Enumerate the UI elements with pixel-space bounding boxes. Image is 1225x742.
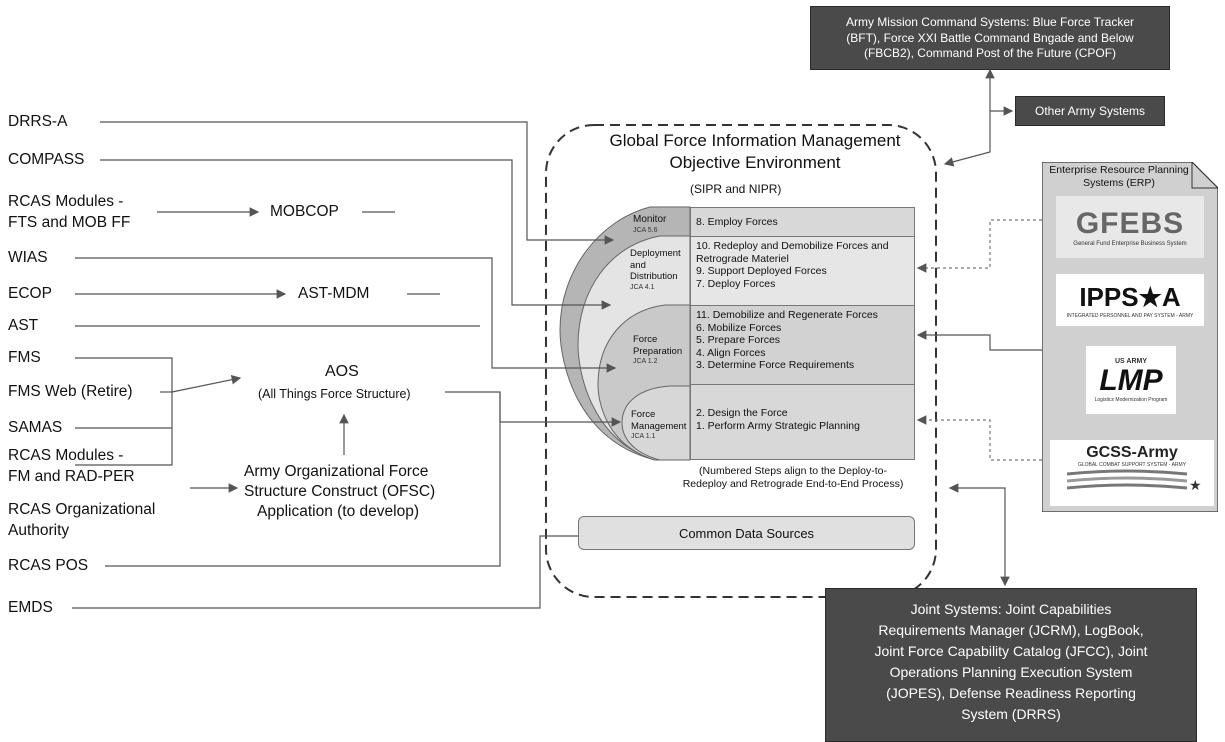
- environment-title: Global Force Information Management Obje…: [590, 130, 920, 174]
- svg-text:★: ★: [1189, 477, 1202, 493]
- source-drrs-a: DRRS-A: [8, 113, 68, 130]
- steps-preparation: 11. Demobilize and Regenerate Forces 6. …: [690, 305, 915, 385]
- step-2: 2. Design the Force: [696, 407, 788, 419]
- environment-title-line1: Global Force Information Management: [609, 131, 901, 150]
- environment-boundary: [545, 124, 937, 598]
- gcss-army-logo: GCSS-Army GLOBAL COMBAT SUPPORT SYSTEM -…: [1050, 440, 1214, 506]
- step-3: 3. Determine Force Requirements: [696, 359, 855, 371]
- step-10-cont: Retrograde Materiel: [696, 252, 789, 265]
- joint-systems-box: Joint Systems: Joint Capabilities Requir…: [825, 588, 1197, 742]
- other-army-systems-box: Other Army Systems: [1015, 96, 1165, 126]
- gfebs-logo: GFEBS General Fund Enterprise Business S…: [1056, 196, 1204, 258]
- node-aos-subtitle: (All Things Force Structure): [258, 387, 411, 401]
- source-rcas-pos: RCAS POS: [8, 557, 89, 574]
- ipps-a-logo: IPPS★A INTEGRATED PERSONNEL AND PAY SYST…: [1056, 274, 1204, 326]
- steps-monitor: 8. Employ Forces: [690, 207, 915, 237]
- source-samas: SAMAS: [8, 419, 63, 436]
- army-mission-command-box: Army Mission Command Systems: Blue Force…: [810, 6, 1170, 70]
- source-rcas-fm-line1: RCAS Modules -: [8, 447, 124, 464]
- source-rcas-org-line1: RCAS Organizational: [8, 501, 156, 518]
- environment-title-line2: Objective Environment: [669, 153, 841, 172]
- node-ofsc-line3: Application (to develop): [257, 503, 419, 520]
- source-wias: WIAS: [8, 249, 48, 266]
- steps-deployment: 10. Redeploy and Demobilize Forces and R…: [690, 236, 915, 306]
- source-rcas-fm-line2: FM and RAD-PER: [8, 468, 135, 485]
- lmp-logo: US ARMY LMP Logistics Modernization Prog…: [1086, 346, 1176, 414]
- source-ecop: ECOP: [8, 285, 52, 302]
- step-1: 1. Perform Army Strategic Planning: [696, 419, 860, 432]
- step-5: 5. Prepare Forces: [696, 334, 781, 346]
- source-emds: EMDS: [8, 599, 53, 616]
- erp-panel: Enterprise Resource Planning Systems (ER…: [1042, 162, 1218, 512]
- step-6: 6. Mobilize Forces: [696, 321, 782, 334]
- step-11: 11. Demobilize and Regenerate Forces: [696, 309, 878, 321]
- source-rcas-org-line2: Authority: [8, 522, 70, 539]
- step-8: 8. Employ Forces: [696, 216, 778, 228]
- source-ast: AST: [8, 317, 39, 334]
- common-data-sources: Common Data Sources: [578, 516, 915, 550]
- phase-management: Force Management JCA 1.1: [631, 409, 687, 440]
- environment-note: (Numbered Steps align to the Deploy-to- …: [682, 465, 904, 490]
- source-fms: FMS: [8, 349, 41, 366]
- environment-networks: (SIPR and NIPR): [690, 182, 782, 196]
- phase-monitor: Monitor JCA 5.6: [633, 214, 667, 234]
- phase-preparation: Force Preparation JCA 1.2: [633, 334, 683, 365]
- erp-title: Enterprise Resource Planning Systems (ER…: [1049, 164, 1189, 189]
- source-rcas-fts-line2: FTS and MOB FF: [8, 214, 131, 231]
- phase-deployment: Deployment and Distribution JCA 4.1: [630, 248, 681, 291]
- source-fms-web: FMS Web (Retire): [8, 383, 133, 400]
- step-10: 10. Redeploy and Demobilize Forces and: [696, 240, 889, 252]
- gcss-flag-graphic: ★: [1066, 469, 1202, 493]
- node-ofsc-line1: Army Organizational Force: [244, 463, 429, 480]
- source-rcas-fts-line1: RCAS Modules -: [8, 193, 124, 210]
- step-4: 4. Align Forces: [696, 346, 766, 359]
- step-9: 9. Support Deployed Forces: [696, 265, 827, 277]
- node-aos-title: AOS: [325, 363, 359, 380]
- node-ast-mdm: AST-MDM: [298, 285, 370, 302]
- node-mobcop: MOBCOP: [270, 203, 339, 220]
- source-compass: COMPASS: [8, 151, 85, 168]
- phase-arc-management: [621, 385, 691, 461]
- step-7: 7. Deploy Forces: [696, 277, 776, 290]
- node-ofsc-line2: Structure Construct (OFSC): [244, 483, 436, 500]
- steps-management: 2. Design the Force 1. Perform Army Stra…: [690, 384, 915, 460]
